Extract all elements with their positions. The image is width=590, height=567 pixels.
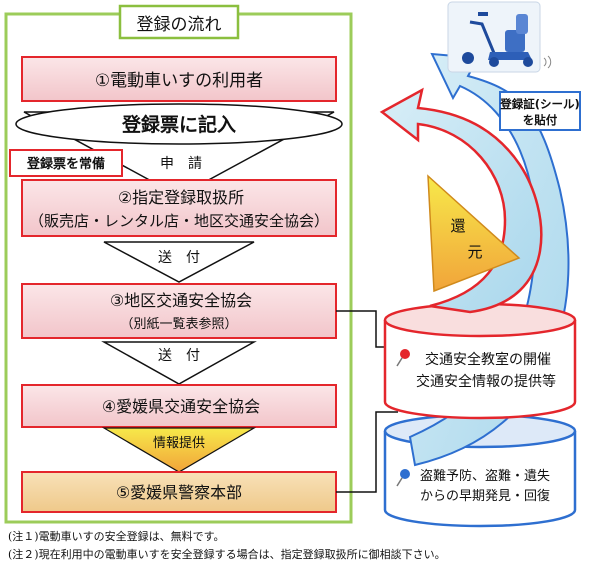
step-dealer-box [21,179,337,237]
blue-pushpin-icon [396,469,410,487]
info-arrow [101,427,257,473]
step-prefecture-box [21,384,337,428]
step-police-label: ⑤愛媛県警察本部 [116,483,242,502]
sticker-badge [499,91,581,131]
step-district-detail: （別紙一覧表参照） [120,316,237,332]
send-arrow-2 [101,341,257,385]
blue-cylinder-line-1: 盗難予防、盗難・遺失 [420,468,550,484]
note-2: (注２)現在利用中の電動車いすを安全登録する場合は、指定登録取扱所に御相談下さい… [8,548,446,561]
step-dealer-title: ②指定登録取扱所 [118,188,244,207]
send-label-1: 送 付 [158,250,200,266]
title-tab [118,4,240,40]
step-user-label: ①電動車いすの利用者 [95,71,263,91]
return-char-2: 元 [467,243,482,261]
step-prefecture-label: ④愛媛県交通安全協会 [102,397,260,416]
step-user-box [21,56,337,102]
sticker-line-2: を貼付 [523,113,558,127]
return-triangle [427,174,521,293]
police-connector [336,411,398,493]
form-label: 登録票に記入 [121,113,236,136]
send-label-2: 送 付 [158,348,200,364]
wheelchair-scooter-icon [447,1,552,73]
keep-form-label: 登録票を常備 [26,156,105,172]
red-pushpin-icon [396,349,410,367]
apply-label: 申 請 [160,156,202,172]
step-district-box [21,283,337,339]
send-arrow-1 [103,241,255,283]
sticker-line-1: 登録証(シール) [499,97,580,111]
note-1: (注１)電動車いすの安全登録は、無料です。 [8,530,225,543]
step-district-title: ③地区交通安全協会 [110,291,252,310]
red-cylinder-line-2: 交通安全情報の提供等 [416,373,556,390]
blue-cylinder-line-2: からの早期発見・回復 [420,488,550,504]
page-title: 登録の流れ [137,15,222,35]
form-ellipse [15,103,343,145]
step-dealer-detail: （販売店・レンタル店・地区交通安全協会） [29,212,329,230]
info-label: 情報提供 [153,435,205,451]
keep-form-badge [9,149,123,177]
return-char-1: 還 [450,217,465,235]
red-cylinder-line-1: 交通安全教室の開催 [425,351,551,368]
